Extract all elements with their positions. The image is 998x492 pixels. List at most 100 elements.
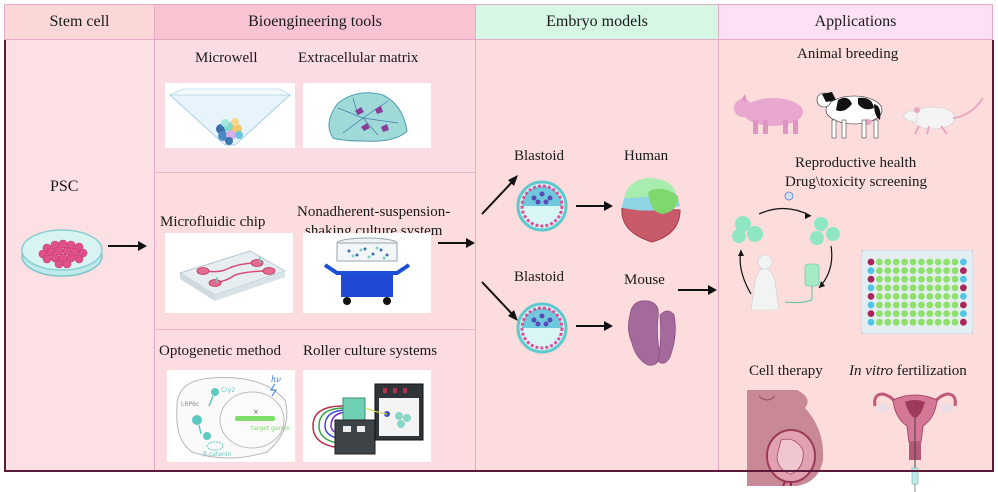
plate-well [960, 301, 967, 309]
plate-well [918, 275, 925, 283]
plate-well [951, 267, 959, 274]
plate-well [960, 318, 967, 326]
uterus-ivf-icon [869, 388, 961, 492]
header-applications-label: Applications [814, 13, 897, 30]
cell-therapy-label: Cell therapy [749, 363, 823, 379]
plate-well [884, 284, 892, 292]
outer-border-bottom [4, 470, 994, 472]
arrow-embryo-to-applications [678, 284, 718, 296]
microwell-image [165, 83, 295, 148]
optogenetic-image: × target genes Cry2 LRP6c β-catenin hν [167, 370, 295, 462]
plate-well [943, 267, 950, 274]
plate-well [867, 301, 875, 309]
plate-well [960, 310, 967, 317]
plate-well [909, 267, 917, 274]
animal-breeding-label: Animal breeding [797, 46, 899, 62]
column-stem-cell: PSC [5, 40, 155, 470]
header-stem-cell-label: Stem cell [49, 13, 110, 30]
plate-well [926, 293, 934, 300]
plate-well [876, 284, 883, 292]
plate-well [960, 275, 967, 283]
plate-well [934, 284, 942, 292]
plate-well [892, 267, 900, 274]
column-embryo-models: Blastoid Human Blastoid Mouse [476, 40, 719, 470]
plate-well [943, 258, 950, 266]
plate-well [909, 310, 917, 317]
plate-well [934, 267, 942, 274]
plate-well [918, 293, 925, 300]
plate-well [901, 310, 908, 317]
plate-well [951, 301, 959, 309]
plate-well [876, 293, 883, 300]
plate-well [892, 293, 900, 300]
plate-well [943, 275, 950, 283]
plate-well [934, 301, 942, 309]
roller-culture-image [303, 370, 431, 462]
ivf-rest-text: fertilization [893, 363, 967, 379]
microfluidic-chip-image [165, 233, 293, 313]
cow-icon [816, 90, 888, 142]
plate-well [876, 301, 883, 309]
plate-well [918, 284, 925, 292]
ecm-label: Extracellular matrix [298, 50, 419, 66]
plate-well [884, 310, 892, 317]
column-applications: Animal breeding Reproductive health Drug… [719, 40, 993, 492]
cry2-annotation: Cry2 [221, 387, 235, 394]
plate-well [892, 258, 900, 266]
plate-well [960, 293, 967, 300]
plate-well [926, 301, 934, 309]
microwell-label: Microwell [195, 50, 258, 66]
mouse-embryo-label: Mouse [624, 272, 665, 288]
extracellular-matrix-image [303, 83, 431, 148]
plate-well [909, 275, 917, 283]
plate-well [926, 267, 934, 274]
plate-well [960, 258, 967, 266]
svg-text:×: × [253, 408, 259, 416]
suspension-shaking-label-line1: Nonadherent-suspension- [297, 204, 451, 220]
plate-well [867, 275, 875, 283]
rat-icon [899, 92, 987, 138]
plate-well [892, 275, 900, 283]
human-embryo-label: Human [624, 148, 669, 164]
mouse-blastoid-icon [516, 302, 568, 354]
plate-well [926, 284, 934, 292]
plate-well [892, 284, 900, 292]
plate-well [943, 301, 950, 309]
arrow-tools-to-embryo [438, 237, 476, 249]
plate-well [867, 267, 875, 274]
plate-well [918, 318, 925, 326]
plate-well [926, 318, 934, 326]
plate-well [934, 310, 942, 317]
optogenetic-label: Optogenetic method [159, 343, 282, 359]
pig-icon [729, 92, 809, 138]
plate-well [960, 284, 967, 292]
mouse-blastoid-label: Blastoid [514, 269, 565, 285]
plate-well [951, 318, 959, 326]
arrow-blastoid-to-mouse [576, 320, 614, 332]
header-applications: Applications [719, 5, 993, 40]
plate-well [892, 318, 900, 326]
roller-culture-label: Roller culture systems [303, 343, 438, 359]
plate-well [884, 318, 892, 326]
plate-well [951, 275, 959, 283]
human-blastoid-label: Blastoid [514, 148, 565, 164]
plate-well [884, 275, 892, 283]
light-annotation: hν [271, 375, 281, 384]
human-embryo-icon [616, 172, 686, 244]
plate-well [892, 310, 900, 317]
plate-well [934, 318, 942, 326]
plate-well [909, 258, 917, 266]
header-stem-cell: Stem cell [5, 5, 155, 40]
plate-well [867, 293, 875, 300]
plate-well [876, 318, 883, 326]
plate-well [909, 301, 917, 309]
tools-panel-2: Microfluidic chip Nonadherent-suspension… [155, 173, 475, 330]
well-plate-icon [861, 250, 973, 334]
plate-well [867, 318, 875, 326]
plate-well [934, 258, 942, 266]
plate-well [909, 318, 917, 326]
plate-well [951, 258, 959, 266]
header-bioengineering-tools: Bioengineering tools [155, 5, 476, 40]
tools-panel-3: Optogenetic method Roller culture system… [155, 330, 475, 470]
arrow-psc-to-tools [108, 240, 148, 252]
